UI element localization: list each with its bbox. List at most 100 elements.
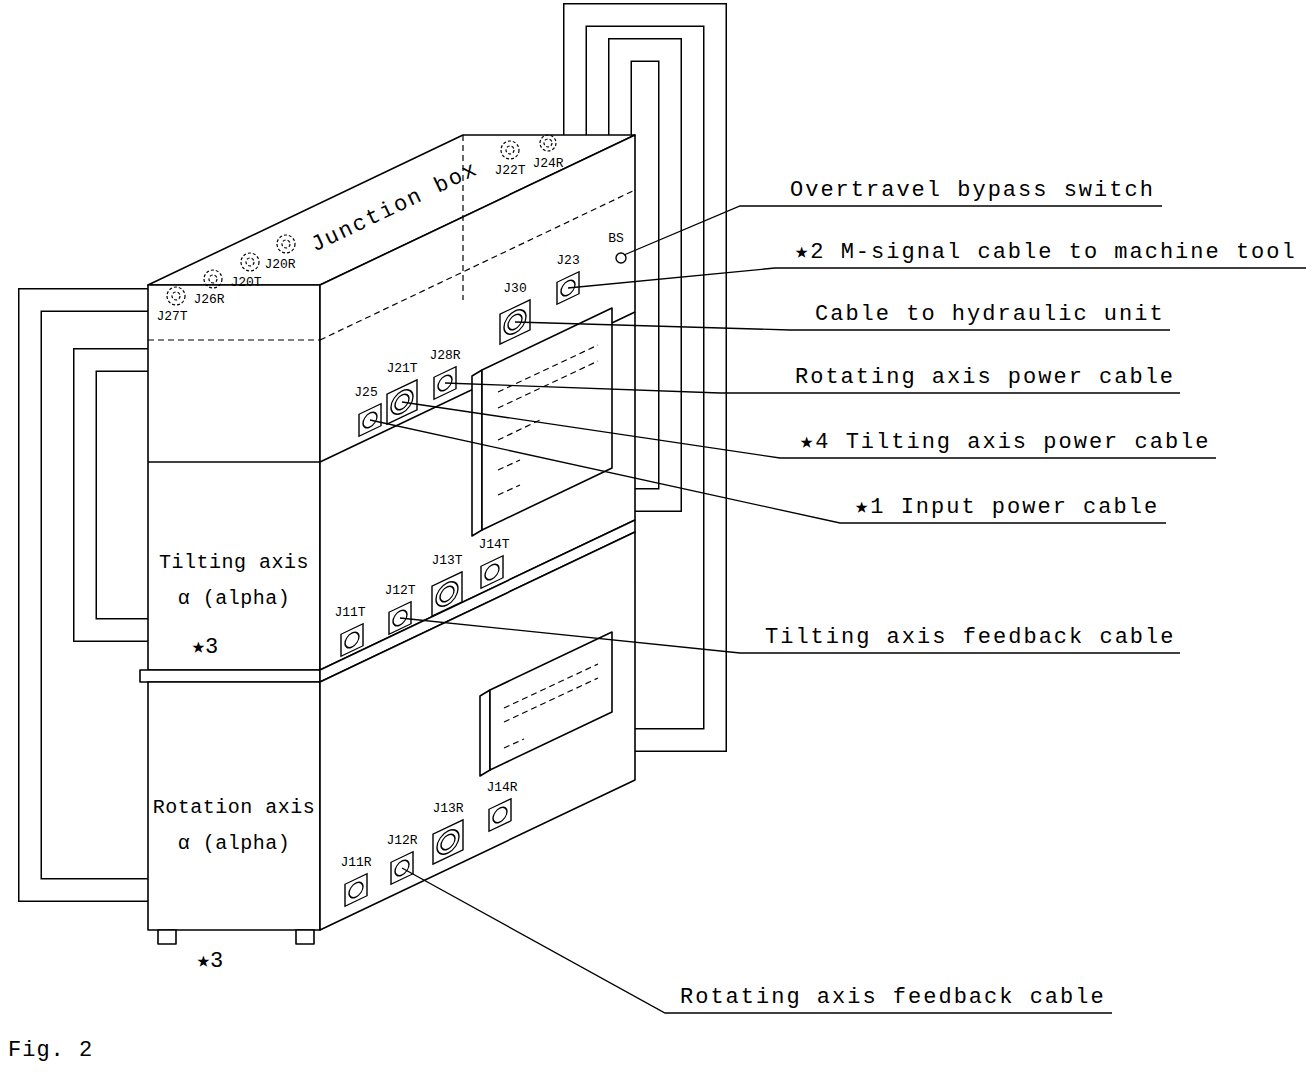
panel-slot — [504, 664, 598, 708]
leader-line — [445, 383, 1180, 393]
hidden-connector — [167, 287, 185, 305]
leader-line — [402, 402, 1216, 458]
rotation-side-face — [320, 532, 635, 930]
connector — [481, 556, 503, 588]
connector-label: J11R — [340, 856, 371, 869]
connector-body — [345, 630, 359, 651]
panel-slot — [498, 361, 598, 408]
junction-box: Junction box — [148, 135, 635, 462]
connector-flange — [433, 820, 463, 864]
foot — [296, 930, 314, 944]
callout-text: ★1 Input power cable — [855, 497, 1159, 519]
panel-slot — [498, 420, 540, 440]
leader-line — [400, 618, 1180, 653]
leader-line — [515, 322, 1170, 330]
connector-label: J12T — [384, 584, 415, 597]
callout-number: ★3 — [192, 637, 218, 659]
hidden-edge — [462, 135, 463, 300]
callout-text: Tilting axis feedback cable — [765, 627, 1175, 649]
connector-label: J26R — [193, 293, 224, 306]
cover-panel-side — [472, 370, 482, 536]
connector-body — [440, 584, 454, 605]
tilting-front-face — [148, 285, 320, 670]
hidden-connectors — [167, 135, 556, 305]
connector — [489, 799, 511, 831]
cover-panel-side — [480, 690, 490, 776]
hidden-connector — [209, 275, 217, 283]
callout-text: Rotating axis power cable — [795, 367, 1175, 389]
switch-label: BS — [608, 232, 624, 245]
hidden-connector — [172, 292, 180, 300]
callout-text: Cable to hydraulic unit — [815, 304, 1165, 326]
callout-text: Rotating axis feedback cable — [680, 987, 1106, 1009]
foot — [158, 930, 176, 944]
hidden-connector — [204, 270, 222, 288]
connector-flange — [489, 799, 511, 831]
connector-body — [441, 832, 455, 853]
connector-label: J11T — [334, 606, 365, 619]
hidden-connector — [277, 235, 295, 253]
callout-number: ★3 — [197, 951, 223, 973]
connector-body — [437, 826, 459, 858]
connector-body — [485, 562, 499, 583]
callout-text: ★2 M-signal cable to machine tool — [795, 242, 1297, 264]
hidden-connector — [246, 258, 254, 266]
unit-name: Junction box — [308, 159, 482, 257]
hidden-connector — [241, 253, 259, 271]
leader-line — [568, 268, 1306, 288]
cable-fill — [30, 300, 148, 890]
callout-text: Overtravel bypass switch — [790, 180, 1155, 202]
housing — [140, 135, 635, 944]
leader-line — [402, 868, 1112, 1013]
cable-outline — [30, 300, 148, 890]
cable-outline — [85, 360, 148, 630]
leader-line — [624, 206, 1162, 255]
cable-band — [85, 360, 148, 630]
connector-label: J23 — [556, 254, 579, 267]
connector-label: J14R — [486, 781, 517, 794]
connector-body — [349, 880, 363, 901]
rotation-front-face — [148, 682, 320, 930]
leader-line — [370, 420, 1166, 523]
connector-label: J24R — [532, 157, 563, 170]
base-plate-front — [140, 670, 320, 682]
hidden-edge — [148, 339, 320, 340]
panel-slot — [498, 460, 520, 470]
unit-name: Tilting axis α (alpha) — [152, 545, 316, 617]
panel-slot — [498, 485, 520, 495]
connector-flange — [432, 572, 462, 616]
connector-label: J27T — [156, 310, 187, 323]
callout-text: ★4 Tilting axis power cable — [800, 432, 1211, 454]
figure-caption: Fig. 2 — [8, 1040, 93, 1062]
connector-flange — [345, 874, 367, 906]
cable-band — [30, 300, 148, 890]
connector — [433, 820, 463, 864]
hidden-connector — [506, 146, 514, 154]
cover-panel — [490, 632, 612, 770]
hidden-edges — [148, 135, 635, 748]
connector — [432, 572, 462, 616]
connector-label: J21T — [386, 362, 417, 375]
unit-name: Rotation axis α (alpha) — [150, 790, 318, 862]
rotation-axis-unit: Rotation axis α (alpha) — [148, 682, 635, 930]
leader-lines — [370, 206, 1306, 1013]
hidden-connector — [544, 139, 552, 147]
hidden-connector — [282, 240, 290, 248]
connector — [345, 874, 367, 906]
connector-label: J13T — [431, 554, 462, 567]
connector-label: J20R — [264, 258, 295, 271]
connector-flange — [481, 556, 503, 588]
junction-base-edge — [148, 461, 320, 463]
hidden-connector — [501, 141, 519, 159]
panel-slot — [504, 678, 598, 722]
tilting-axis-unit: Tilting axis α (alpha) — [148, 462, 635, 670]
connector-label: J28R — [429, 349, 460, 362]
connectors — [341, 253, 626, 906]
connector-label: J25 — [354, 386, 377, 399]
hidden-connector — [540, 135, 556, 151]
connector-label: J30 — [503, 282, 526, 295]
connector-body — [436, 578, 458, 610]
